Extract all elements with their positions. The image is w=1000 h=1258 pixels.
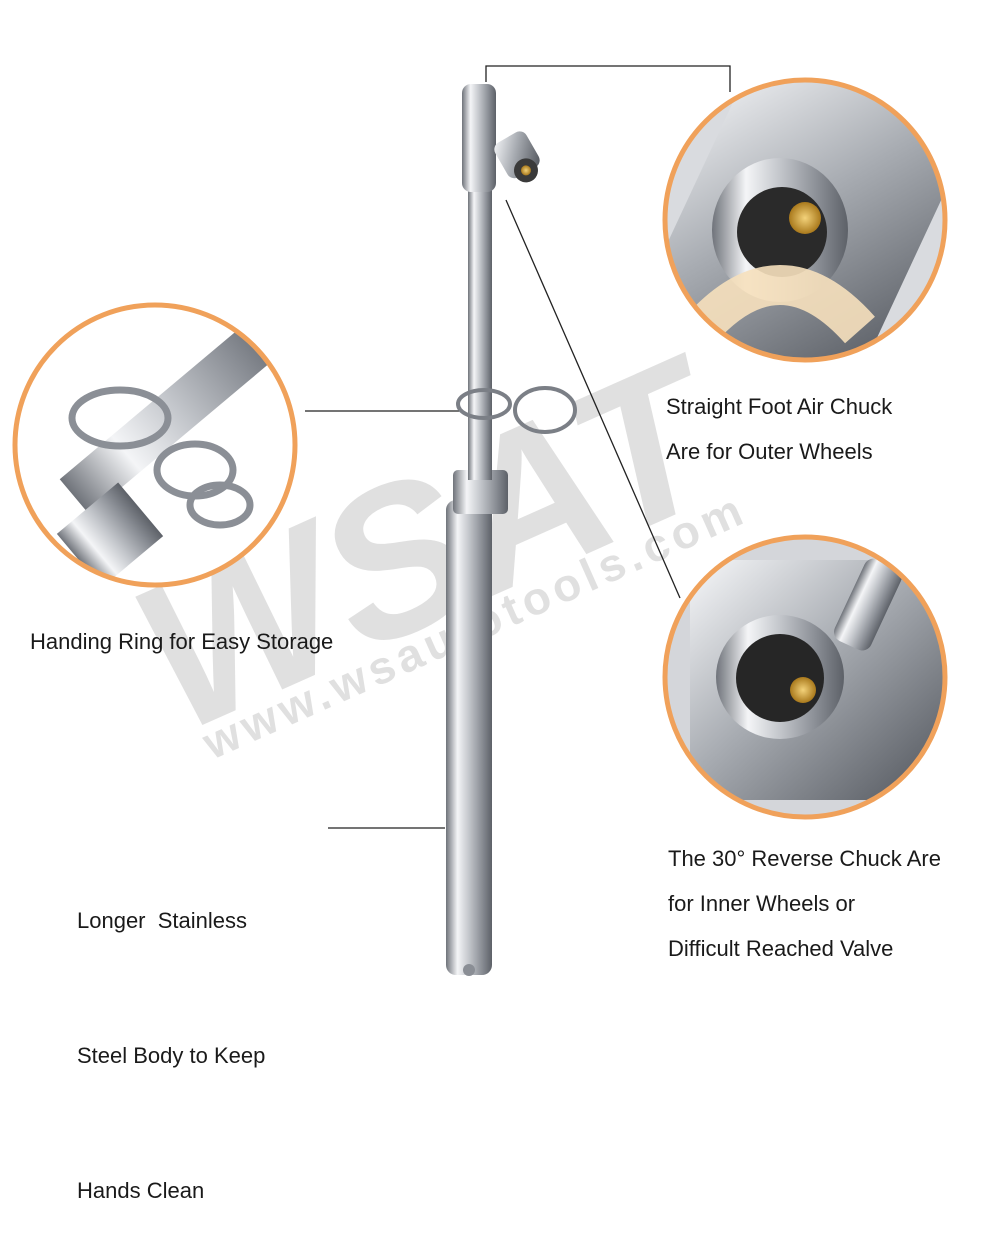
- detail-ring-top: [662, 77, 948, 363]
- product-illustration: WSAT www.wsautotools.com: [12, 65, 948, 976]
- gauge-collar: [453, 470, 508, 514]
- detail-ring-bottom: [662, 534, 948, 820]
- caption-line: Difficult Reached Valve: [668, 936, 894, 961]
- caption-line: Handing Ring for Easy Storage: [30, 629, 334, 654]
- detail-straight-chuck: [662, 77, 948, 363]
- caption-reverse-chuck: The 30° Reverse Chuck Are for Inner Whee…: [668, 836, 941, 971]
- detail-ring-left: [12, 302, 298, 588]
- gauge-handle: [446, 500, 492, 975]
- detail-hanging-ring: [12, 302, 298, 588]
- caption-steel-body: Longer Stainless Steel Body to Keep Hand…: [77, 808, 265, 1258]
- leader-lines: [305, 65, 731, 829]
- caption-line: Straight Foot Air Chuck: [666, 394, 893, 419]
- detail-reverse-chuck: [662, 534, 948, 820]
- caption-line: The 30° Reverse Chuck Are: [668, 846, 941, 871]
- gauge-tube: [468, 180, 492, 480]
- caption-line: Steel Body to Keep: [77, 1043, 266, 1068]
- hanging-ring: [456, 386, 577, 434]
- caption-line: Longer Stainless: [77, 908, 247, 933]
- reverse-chuck: [494, 131, 540, 183]
- caption-line: Hands Clean: [77, 1178, 205, 1203]
- caption-line: Are for Outer Wheels: [666, 439, 873, 464]
- tire-gauge: [446, 84, 577, 976]
- gauge-head: [462, 84, 496, 192]
- caption-hanging-ring: Handing Ring for Easy Storage: [30, 619, 333, 664]
- caption-line: for Inner Wheels or: [668, 891, 856, 916]
- caption-straight-chuck: Straight Foot Air Chuck Are for Outer Wh…: [666, 384, 892, 474]
